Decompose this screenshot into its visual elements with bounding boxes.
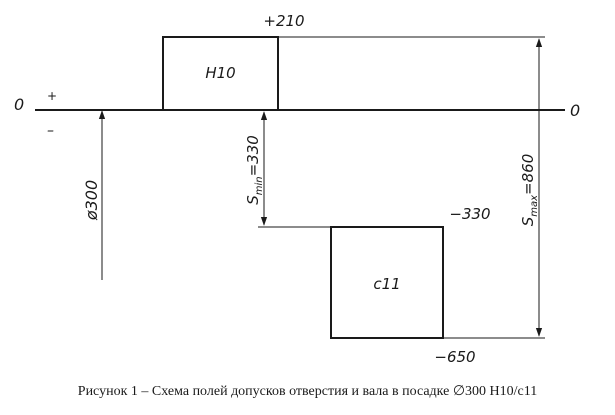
shaft-lower-deviation: −650 (434, 348, 475, 366)
minus-sign: – (47, 123, 54, 139)
zero-label-left: 0 (14, 95, 24, 114)
hole-zone-label: H10 (205, 64, 235, 82)
zero-label-right: 0 (570, 101, 580, 120)
shaft-zone-label: c11 (373, 275, 400, 293)
s-min-label: Smin=330 (244, 135, 265, 205)
s-min-subscript: min (254, 176, 265, 195)
s-max-symbol: S (519, 216, 537, 226)
s-max-label: Smax=860 (519, 154, 540, 227)
shaft-upper-deviation: −330 (449, 205, 490, 223)
hole-upper-deviation: +210 (263, 12, 304, 30)
nominal-size-label: ø300 (82, 180, 101, 221)
s-max-value: =860 (519, 154, 537, 195)
shaft-tolerance-zone (330, 226, 444, 339)
figure-caption: Рисунок 1 – Схема полей допусков отверст… (77, 384, 538, 399)
plus-sign: + (47, 89, 57, 103)
hole-tolerance-zone (162, 36, 279, 111)
s-max-subscript: max (529, 195, 540, 217)
s-min-value: =330 (244, 135, 262, 176)
s-min-symbol: S (244, 195, 262, 205)
